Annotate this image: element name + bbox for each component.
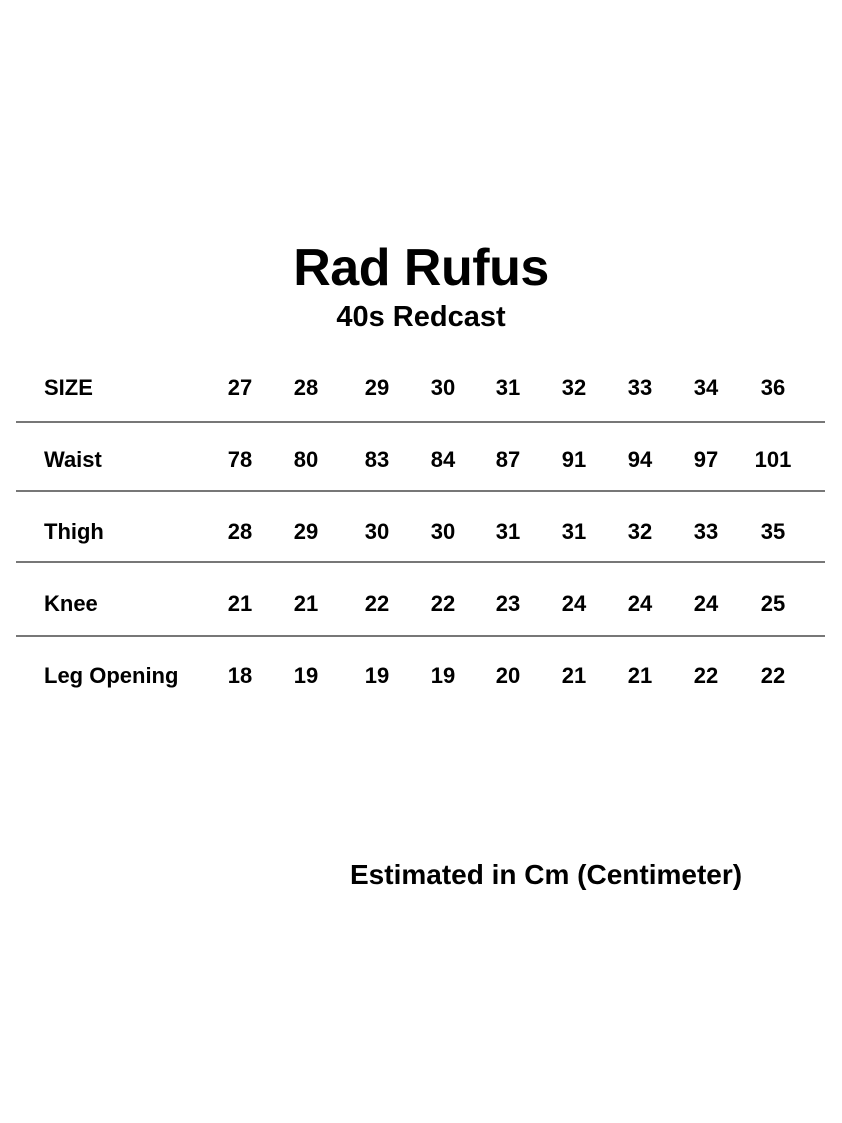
row-divider [16,421,825,423]
size-cell: 33 [627,375,653,400]
table-cell: 19 [364,663,390,688]
table-row-knee: Knee 21 21 22 22 23 24 24 24 25 [0,589,842,619]
row-divider [16,635,825,637]
row-label-waist: Waist [44,447,102,472]
table-cell: 24 [561,591,587,616]
size-cell: 34 [693,375,719,400]
row-label-size: SIZE [44,375,93,400]
table-cell: 84 [430,447,456,472]
table-cell: 18 [227,663,253,688]
table-cell: 22 [430,591,456,616]
table-cell: 21 [627,663,653,688]
size-cell: 29 [364,375,390,400]
table-cell: 91 [561,447,587,472]
table-cell: 22 [760,663,786,688]
table-row-waist: Waist 78 80 83 84 87 91 94 97 101 [0,445,842,475]
table-cell: 35 [760,519,786,544]
table-cell: 29 [293,519,319,544]
table-cell: 20 [495,663,521,688]
table-cell: 23 [495,591,521,616]
table-cell: 22 [693,663,719,688]
table-cell: 87 [495,447,521,472]
size-cell: 27 [227,375,253,400]
table-cell: 30 [364,519,390,544]
size-cell: 36 [760,375,786,400]
table-cell: 80 [293,447,319,472]
table-cell: 25 [760,591,786,616]
table-header-row: SIZE 27 28 29 30 31 32 33 34 36 [0,373,842,403]
table-row-thigh: Thigh 28 29 30 30 31 31 32 33 35 [0,517,842,547]
row-divider [16,490,825,492]
table-cell: 24 [627,591,653,616]
size-cell: 31 [495,375,521,400]
table-cell: 32 [627,519,653,544]
table-cell: 21 [293,591,319,616]
row-label-knee: Knee [44,591,98,616]
table-cell: 78 [227,447,253,472]
table-cell: 31 [495,519,521,544]
row-label-thigh: Thigh [44,519,104,544]
units-footnote: Estimated in Cm (Centimeter) [350,859,743,890]
table-cell: 21 [227,591,253,616]
table-cell: 28 [227,519,253,544]
table-cell: 31 [561,519,587,544]
table-cell: 19 [293,663,319,688]
table-cell: 24 [693,591,719,616]
table-cell: 19 [430,663,456,688]
table-cell: 94 [627,447,653,472]
size-cell: 28 [293,375,319,400]
row-label-leg-opening: Leg Opening [44,663,179,688]
page-title: Rad Rufus [293,239,549,297]
row-divider [16,561,825,563]
table-cell: 21 [561,663,587,688]
size-cell: 32 [561,375,587,400]
page-subtitle: 40s Redcast [336,301,506,333]
size-cell: 30 [430,375,456,400]
table-cell: 30 [430,519,456,544]
table-cell: 83 [364,447,390,472]
table-cell: 97 [693,447,719,472]
table-cell: 22 [364,591,390,616]
table-cell: 101 [754,447,792,472]
table-cell: 33 [693,519,719,544]
table-row-leg-opening: Leg Opening 18 19 19 19 20 21 21 22 22 [0,661,842,691]
